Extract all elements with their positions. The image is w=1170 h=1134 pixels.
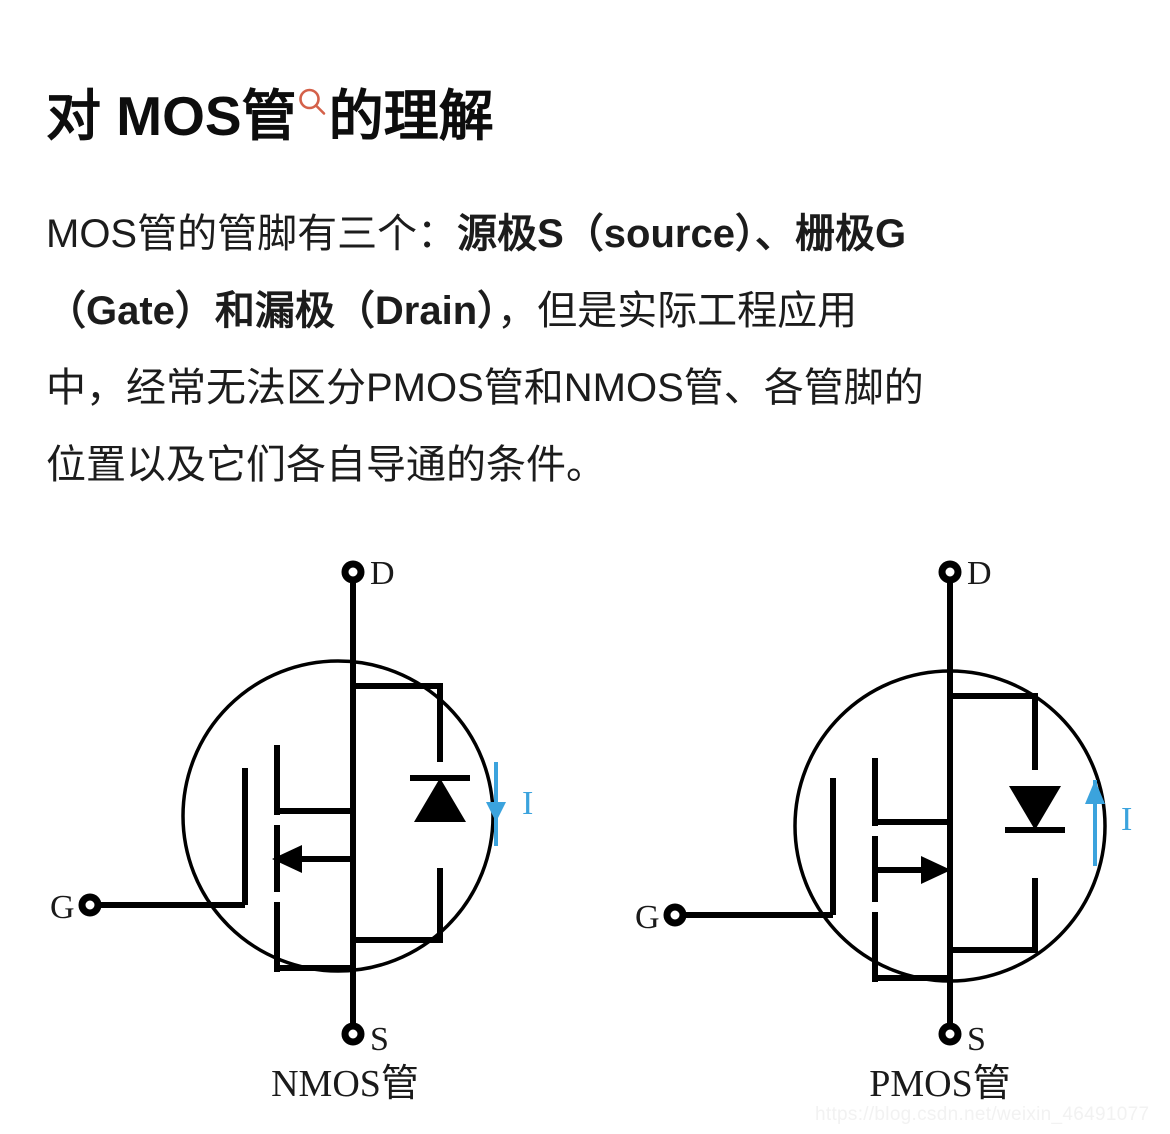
nmos-channel-arrowhead	[272, 845, 302, 873]
nmos-figure: D S G I	[0, 530, 585, 1134]
pmos-diode-branch-top	[950, 693, 1038, 770]
nmos-source-terminal	[341, 1022, 365, 1046]
nmos-diode-branch-top	[353, 683, 443, 762]
pmos-diode-branch-bottom	[950, 878, 1038, 953]
paragraph-line-1: MOS管的管脚有三个：源极S（source）、栅极G	[46, 196, 1116, 273]
nmos-drain-label: D	[370, 555, 395, 592]
nmos-source-label: S	[370, 1021, 389, 1058]
watermark: https://blog.csdn.net/weixin_46491077	[815, 1104, 1150, 1125]
pmos-current-arrow	[1085, 780, 1105, 866]
pmos-source-terminal	[938, 1022, 962, 1046]
paragraph-line-3: 中，经常无法区分PMOS管和NMOS管、各管脚的	[46, 366, 924, 410]
paragraph-line-2-bold: （Gate）和漏极（Drain）	[46, 289, 498, 333]
nmos-gate-label: G	[50, 889, 75, 926]
mosfet-diagrams: D S G I	[0, 530, 1170, 1134]
nmos-current-arrow	[486, 762, 506, 846]
paragraph-line-4: 位置以及它们各自导通的条件。	[46, 443, 606, 487]
nmos-current-label: I	[522, 785, 533, 822]
paragraph-line-2: （Gate）和漏极（Drain），但是实际工程应用	[46, 273, 1116, 350]
pmos-current-label: I	[1121, 801, 1132, 838]
intro-paragraph: MOS管的管脚有三个：源极S（source）、栅极G （Gate）和漏极（Dra…	[46, 196, 1116, 504]
pmos-caption: PMOS管	[869, 1063, 1011, 1105]
nmos-drain-terminal	[341, 560, 365, 584]
pmos-gate-label: G	[635, 899, 660, 936]
search-icon[interactable]	[297, 87, 327, 117]
pmos-channel-arrowhead	[921, 856, 951, 884]
page-title-text-after: 的理解	[328, 84, 494, 147]
page-title: 对 MOS管 的理解	[46, 85, 494, 148]
nmos-diode-branch-bottom	[353, 868, 443, 943]
nmos-gate-terminal	[78, 893, 102, 917]
pmos-source-label: S	[967, 1021, 986, 1058]
nmos-diode-triangle	[414, 778, 466, 822]
paragraph-line-1-plain: MOS管的管脚有三个：	[46, 212, 458, 256]
pmos-schematic: D S G I	[635, 555, 1132, 1058]
paragraph-line-1-bold: 源极S（source）、栅极G	[457, 212, 907, 256]
pmos-figure: D S G I	[585, 530, 1170, 1134]
pmos-gate-terminal	[663, 903, 687, 927]
nmos-caption: NMOS管	[271, 1063, 419, 1105]
nmos-schematic: D S G I	[50, 555, 533, 1058]
page-title-text-before: 对 MOS管	[46, 84, 297, 147]
paragraph-line-2-plain: ，但是实际工程应用	[497, 289, 858, 333]
pmos-diode-triangle	[1009, 786, 1061, 830]
pmos-drain-terminal	[938, 560, 962, 584]
pmos-drain-label: D	[967, 555, 992, 592]
